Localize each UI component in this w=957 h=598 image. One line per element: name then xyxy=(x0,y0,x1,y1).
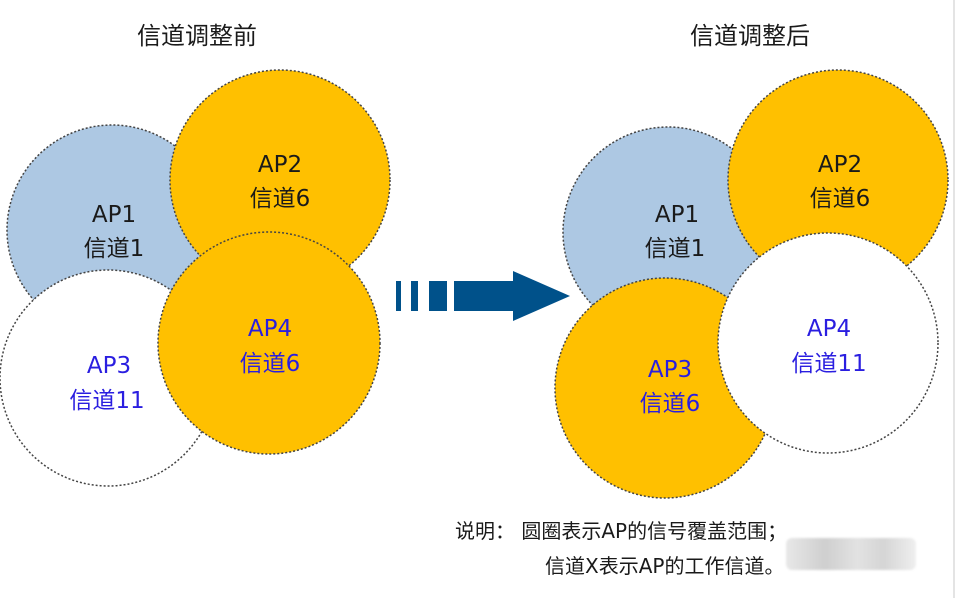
after-ap1-name: AP1 xyxy=(655,202,699,228)
before-ap4-channel: 信道6 xyxy=(240,351,301,377)
legend-note-line2: 信道X表示AP的工作信道。 xyxy=(545,554,785,578)
after-ap4-circle xyxy=(717,232,939,454)
after-title: 信道调整后 xyxy=(690,22,810,50)
after-ap4-name: AP4 xyxy=(807,316,851,342)
before-ap2-name: AP2 xyxy=(258,152,302,178)
dashed-right-arrow-icon xyxy=(396,271,570,321)
before-ap1-name: AP1 xyxy=(92,202,136,228)
before-ap1-channel: 信道1 xyxy=(84,236,145,262)
blurred-watermark xyxy=(786,538,916,570)
legend-note-line1: 说明： 圆圈表示AP的信号覆盖范围； xyxy=(455,519,788,543)
before-ap3-name: AP3 xyxy=(87,353,131,379)
after-ap2-name: AP2 xyxy=(818,152,862,178)
after-ap4-channel: 信道11 xyxy=(791,351,866,377)
before-ap3-channel: 信道11 xyxy=(69,388,144,414)
before-ap2-channel: 信道6 xyxy=(250,186,311,212)
before-group: AP1 信道1 AP2 信道6 AP3 信道11 AP4 信道6 xyxy=(0,69,391,487)
after-ap1-channel: 信道1 xyxy=(645,236,706,262)
after-group: AP1 信道1 AP2 信道6 AP3 信道6 AP4 信道11 xyxy=(554,69,949,499)
before-ap4-circle xyxy=(157,231,381,455)
after-ap2-channel: 信道6 xyxy=(810,186,871,212)
before-ap4-name: AP4 xyxy=(248,316,292,342)
before-title: 信道调整前 xyxy=(137,22,257,50)
right-edge-divider xyxy=(953,0,955,598)
after-ap3-name: AP3 xyxy=(648,357,692,383)
after-ap3-channel: 信道6 xyxy=(640,391,701,417)
